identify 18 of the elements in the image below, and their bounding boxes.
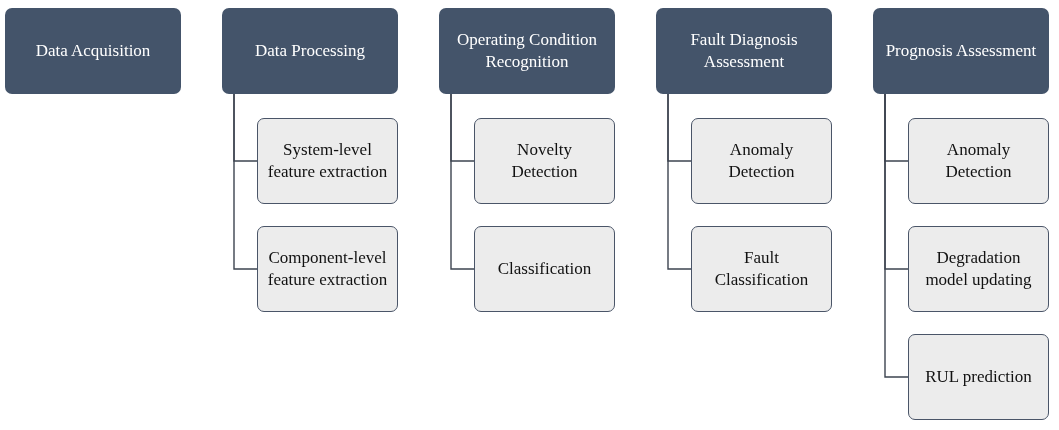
connector-line (884, 93, 909, 378)
task-box: Anomaly Detection (908, 118, 1049, 204)
task-box: Anomaly Detection (691, 118, 832, 204)
task-box: Fault Classification (691, 226, 832, 312)
connector-line (233, 93, 258, 270)
stage-header-box: Data Acquisition (5, 8, 181, 94)
stage-header-box: Fault Diagnosis Assessment (656, 8, 832, 94)
task-box: System-level feature extraction (257, 118, 398, 204)
task-box: Novelty Detection (474, 118, 615, 204)
stage-header-box: Data Processing (222, 8, 398, 94)
task-box: RUL prediction (908, 334, 1049, 420)
task-box: Degradation model updating (908, 226, 1049, 312)
stage-header-box: Operating Condition Recognition (439, 8, 615, 94)
connector-line (667, 93, 692, 270)
connector-line (450, 93, 475, 270)
task-box: Component-level feature extraction (257, 226, 398, 312)
stage-header-box: Prognosis Assessment (873, 8, 1049, 94)
task-box: Classification (474, 226, 615, 312)
